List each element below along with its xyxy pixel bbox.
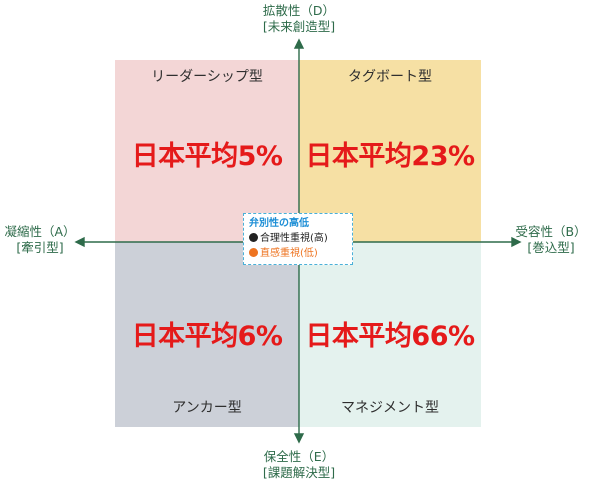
quadrant-name: アンカー型 [172,400,242,416]
axis-label-top: 拡散性（D） [未来創造型] [262,3,336,34]
legend-title: 弁別性の高低 [249,218,309,229]
quadrant-management: マネジメント型 日本平均66% [299,242,481,427]
quadrant-tugboat: タグボート型 日本平均23% [299,60,481,242]
arrow-left-icon [74,236,85,248]
quadrant-average: 日本平均5% [131,141,283,172]
quadrant-leadership: リーダーシップ型 日本平均5% [115,60,299,242]
quadrant-name: リーダーシップ型 [151,69,263,85]
axis-label-right: 受容性（B） [巻込型] [515,224,587,255]
quadrant-average: 日本平均66% [305,321,475,352]
quadrant-anchor: アンカー型 日本平均6% [115,242,299,427]
quadrant-average: 日本平均23% [305,141,475,172]
quadrant-name: タグボート型 [348,69,432,85]
black-dot-icon [249,233,258,242]
legend-item-intuitive: 直感重視(低) [249,246,347,261]
arrow-right-icon [511,236,522,248]
legend-item-rational: 合理性重視(高) [249,231,347,246]
axis-label-left: 凝縮性（A） [牽引型] [4,224,76,255]
quadrant-name: マネジメント型 [341,400,439,416]
legend-box: 弁別性の高低 合理性重視(高) 直感重視(低) [243,213,353,265]
arrow-up-icon [293,38,305,49]
axis-label-bottom: 保全性（E） [課題解決型] [262,449,336,480]
quadrant-average: 日本平均6% [131,321,283,352]
orange-dot-icon [249,248,258,257]
arrow-down-icon [293,433,305,444]
